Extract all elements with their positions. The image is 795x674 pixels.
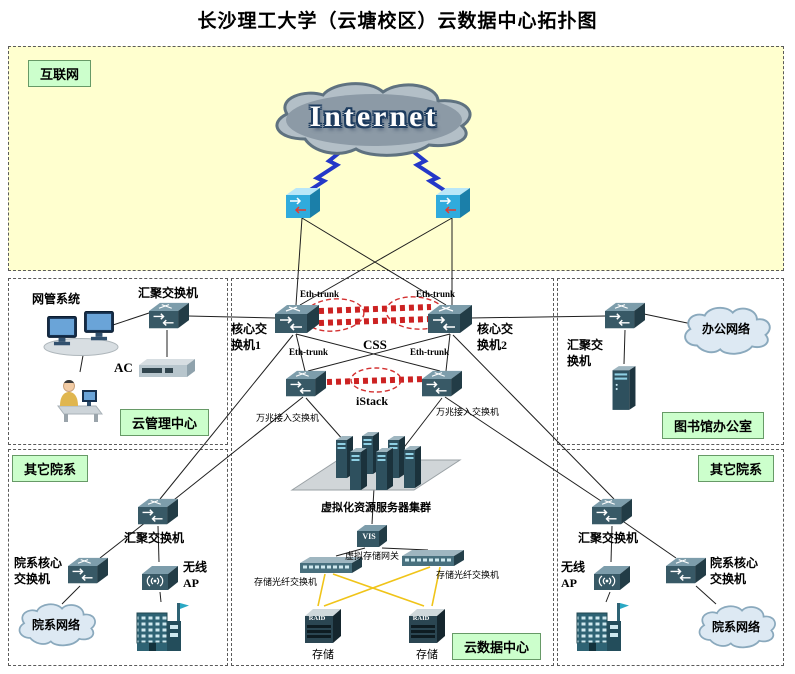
dept-left-network-label: 院系网络 bbox=[31, 618, 80, 632]
ac-label: AC bbox=[114, 360, 133, 375]
istack-ellipse bbox=[350, 367, 402, 393]
istack-trunk bbox=[326, 376, 426, 385]
raid-left-label: RAID bbox=[308, 615, 326, 622]
core-switch-2-label: 核心交 换机2 bbox=[477, 322, 514, 352]
diagram-title: 长沙理工大学（云塘校区）云数据中心拓扑图 bbox=[197, 11, 598, 32]
library-zone bbox=[557, 278, 784, 445]
tag-dept-left: 其它院系 bbox=[12, 455, 89, 482]
internet-cloud-label: Internet bbox=[309, 100, 439, 133]
tag-internet: 互联网 bbox=[28, 60, 92, 87]
css-trunk-upper bbox=[318, 304, 432, 314]
cloud-mgmt-zone bbox=[8, 278, 228, 445]
raid-right-label: RAID bbox=[412, 615, 430, 622]
storage-right-label: 存储 bbox=[416, 649, 438, 661]
tag-datacenter: 云数据中心 bbox=[452, 633, 542, 660]
internet-zone bbox=[8, 46, 784, 271]
trunk-bundles bbox=[318, 304, 432, 385]
dept-right-core-switch bbox=[665, 557, 707, 585]
storage-left-label: 存储 bbox=[312, 649, 334, 661]
fiber-left-label: 存储光纤交换机 bbox=[254, 577, 318, 587]
dept-left-agg-switch bbox=[137, 498, 179, 526]
cluster-label: 虚拟化资源服务器集群 bbox=[321, 502, 431, 514]
core-switch-1-label: 核心交 换机1 bbox=[231, 322, 268, 352]
css-label: CSS bbox=[363, 337, 387, 352]
office-network-label: 办公网络 bbox=[701, 322, 750, 336]
dept-left-core-switch bbox=[67, 557, 109, 585]
access-switch-left bbox=[285, 370, 327, 398]
mgmt-agg-label: 汇聚交换机 bbox=[138, 286, 199, 300]
access-switch-right bbox=[421, 370, 463, 398]
core-switch-1 bbox=[274, 304, 320, 334]
eth-trunk-label-1: Eth-trunk bbox=[300, 289, 340, 299]
css-trunk-lower bbox=[318, 316, 432, 326]
edge-router-2 bbox=[435, 187, 471, 219]
dept-right-core-label: 院系核心 交换机 bbox=[710, 556, 759, 586]
dept-left-zone bbox=[8, 449, 228, 666]
library-agg-switch bbox=[604, 302, 646, 330]
eth-trunk-label-4: Eth-trunk bbox=[410, 347, 450, 357]
core-switch-2 bbox=[427, 304, 473, 334]
fiber-right-label: 存储光纤交换机 bbox=[436, 570, 500, 580]
access-right-label: 万兆接入交换机 bbox=[436, 407, 500, 417]
dept-right-wireless-ap bbox=[593, 565, 631, 591]
dept-right-zone bbox=[557, 449, 784, 666]
network-links bbox=[61, 217, 717, 605]
lightning-bolt-right bbox=[408, 147, 449, 194]
dept-left-wireless-ap bbox=[141, 565, 179, 591]
lightning-bolt-links bbox=[305, 147, 449, 194]
access-left-label: 万兆接入交换机 bbox=[256, 413, 320, 423]
datacenter-zone bbox=[231, 278, 554, 666]
library-server bbox=[612, 366, 636, 410]
dept-right-building bbox=[576, 602, 629, 652]
admin-person bbox=[57, 379, 103, 423]
server-cluster bbox=[292, 432, 460, 490]
eth-trunk-label-3: Eth-trunk bbox=[289, 347, 329, 357]
ac-controller bbox=[139, 359, 195, 377]
mgmt-agg-switch bbox=[148, 302, 190, 330]
internet-cloud bbox=[275, 82, 472, 157]
nms-label: 网管系统 bbox=[32, 292, 81, 306]
dept-right-ap-label: 无线 AP bbox=[561, 560, 586, 590]
dept-left-ap-label: 无线 AP bbox=[183, 560, 208, 590]
library-agg-label: 汇聚交 换机 bbox=[567, 338, 604, 368]
dept-left-core-label: 院系核心 交换机 bbox=[14, 556, 63, 586]
edge-router-1 bbox=[285, 187, 321, 219]
vis-label: VIS bbox=[362, 532, 376, 541]
storage-links bbox=[317, 566, 441, 607]
vis-caption: 虚拟存储网关 bbox=[344, 551, 399, 561]
tag-library: 图书馆办公室 bbox=[662, 412, 765, 439]
fiber-switch-right bbox=[402, 550, 464, 566]
dept-left-building bbox=[136, 602, 189, 652]
dept-left-agg-label: 汇聚交换机 bbox=[124, 531, 185, 545]
dept-right-agg-label: 汇聚交换机 bbox=[578, 531, 639, 545]
tag-cloud-mgmt: 云管理中心 bbox=[120, 409, 210, 436]
eth-trunk-label-2: Eth-trunk bbox=[416, 289, 456, 299]
nms-workstations bbox=[44, 312, 118, 356]
dept-right-network-label: 院系网络 bbox=[711, 620, 760, 634]
dept-right-agg-switch bbox=[591, 498, 633, 526]
istack-label: iStack bbox=[356, 394, 389, 408]
tag-dept-right: 其它院系 bbox=[698, 455, 775, 482]
lightning-bolt-left bbox=[305, 147, 346, 194]
